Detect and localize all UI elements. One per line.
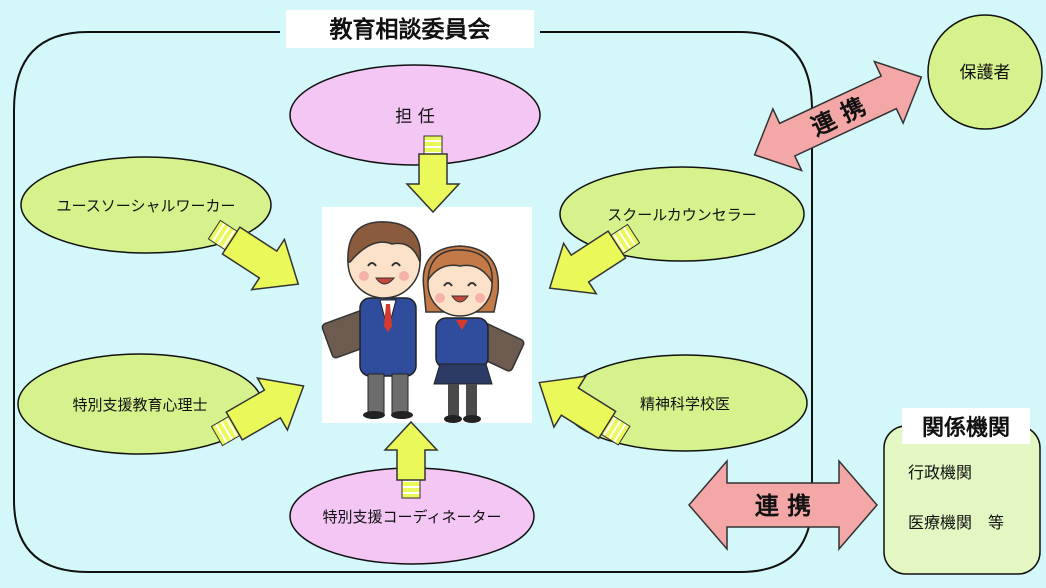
link-lower-label: 連 携 [755,492,811,520]
guardian-label: 保護者 [960,63,1011,83]
arrow-psychologist [210,377,305,447]
agency-item: 医療機関 等 [908,513,1004,532]
committee-frame [13,31,813,573]
role-social-worker-label: ユースソーシャルワーカー [57,197,236,215]
committee-title: 教育相談委員会 [330,16,491,43]
role-homeroom: 担 任 [289,64,541,166]
agency-item: 行政機関 [908,463,972,482]
link-arrow-upper: 連 携 [753,60,923,172]
agencies-box: 関係機関 行政機関 医療機関 等 [883,408,1041,575]
arrow-coordinator [383,420,439,499]
arrow-psychiatrist [538,375,631,446]
role-psychiatrist-label: 精神科学校医 [640,395,730,413]
role-counselor-label: スクールカウンセラー [607,206,757,224]
link-arrow-lower: 連 携 [688,458,878,552]
arrow-social-worker [207,219,300,291]
boy-student [321,221,422,419]
role-homeroom-label: 担 任 [395,107,434,127]
role-coordinator-label: 特別支援コーディネーター [323,508,502,526]
committee-title-box [286,10,534,48]
arrow-counselor [548,223,641,295]
guardian-node: 保護者 [927,14,1043,130]
role-psychologist-label: 特別支援教育心理士 [72,396,207,414]
agencies-title: 関係機関 [922,416,1010,441]
role-psychologist: 特別支援教育心理士 [17,353,263,455]
arrow-homeroom [405,135,461,214]
role-coordinator: 特別支援コーディネーター [289,467,535,565]
girl-student [422,245,525,423]
students-illustration [321,207,532,423]
role-social-worker: ユースソーシャルワーカー [20,156,272,254]
